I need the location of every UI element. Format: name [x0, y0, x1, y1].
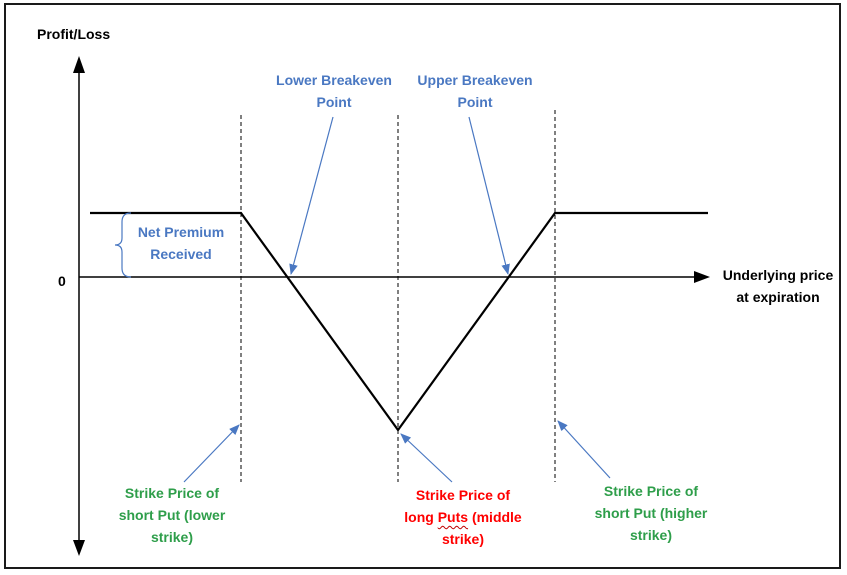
y-axis-arrow-down [73, 540, 85, 556]
strike-lower-line2: short Put (lower [118, 507, 226, 523]
strike-middle-arrow [400, 433, 453, 483]
x-axis-label-line1: Underlying price [722, 267, 834, 283]
net-premium-label: Net Premium Received [121, 221, 241, 265]
strike-middle-line1: Strike Price of [415, 487, 511, 503]
lower-breakeven-line2: Point [316, 94, 352, 110]
net-premium-line1: Net Premium [137, 224, 225, 240]
strike-middle-word-rest: (middle [471, 509, 522, 525]
strike-higher-line2: short Put (higher [594, 505, 708, 521]
strike-higher-label: Strike Price of short Put (higher strike… [578, 480, 724, 546]
upper-breakeven-arrow [468, 116, 510, 276]
strike-middle-word-puts: Puts [437, 509, 469, 525]
zero-label: 0 [58, 273, 66, 289]
diagram-frame [4, 3, 841, 569]
strike-lower-line1: Strike Price of [124, 485, 220, 501]
strike-higher-arrow [557, 420, 611, 479]
payoff-line [90, 211, 708, 432]
strike-higher-line3: strike) [629, 527, 673, 543]
strike-middle-label: Strike Price of long Puts (middle strike… [385, 484, 541, 550]
y-axis-arrow-up [73, 56, 85, 73]
x-axis-label: Underlying price at expiration [716, 264, 840, 308]
strike-higher-line1: Strike Price of [603, 483, 699, 499]
strike-lower-line3: strike) [150, 529, 194, 545]
lower-breakeven-line1: Lower Breakeven [276, 72, 392, 88]
upper-breakeven-line1: Upper Breakeven [417, 72, 533, 88]
x-axis-label-line2: at expiration [736, 289, 820, 305]
x-axis-arrow [694, 271, 710, 283]
upper-breakeven-line2: Point [457, 94, 493, 110]
strike-middle-word-long: long [404, 509, 434, 525]
lower-breakeven-arrow [289, 116, 334, 276]
y-axis-label: Profit/Loss [37, 26, 111, 42]
strike-lower-label: Strike Price of short Put (lower strike) [102, 482, 242, 548]
strike-lower-arrow [183, 424, 240, 483]
strike-middle-line3: strike) [441, 531, 485, 547]
strike-middle-line2: long Puts (middle [385, 506, 541, 528]
net-premium-line2: Received [150, 246, 212, 262]
net-premium-brace [114, 212, 132, 278]
upper-breakeven-label: Upper Breakeven Point [396, 69, 554, 113]
lower-breakeven-label: Lower Breakeven Point [255, 69, 413, 113]
